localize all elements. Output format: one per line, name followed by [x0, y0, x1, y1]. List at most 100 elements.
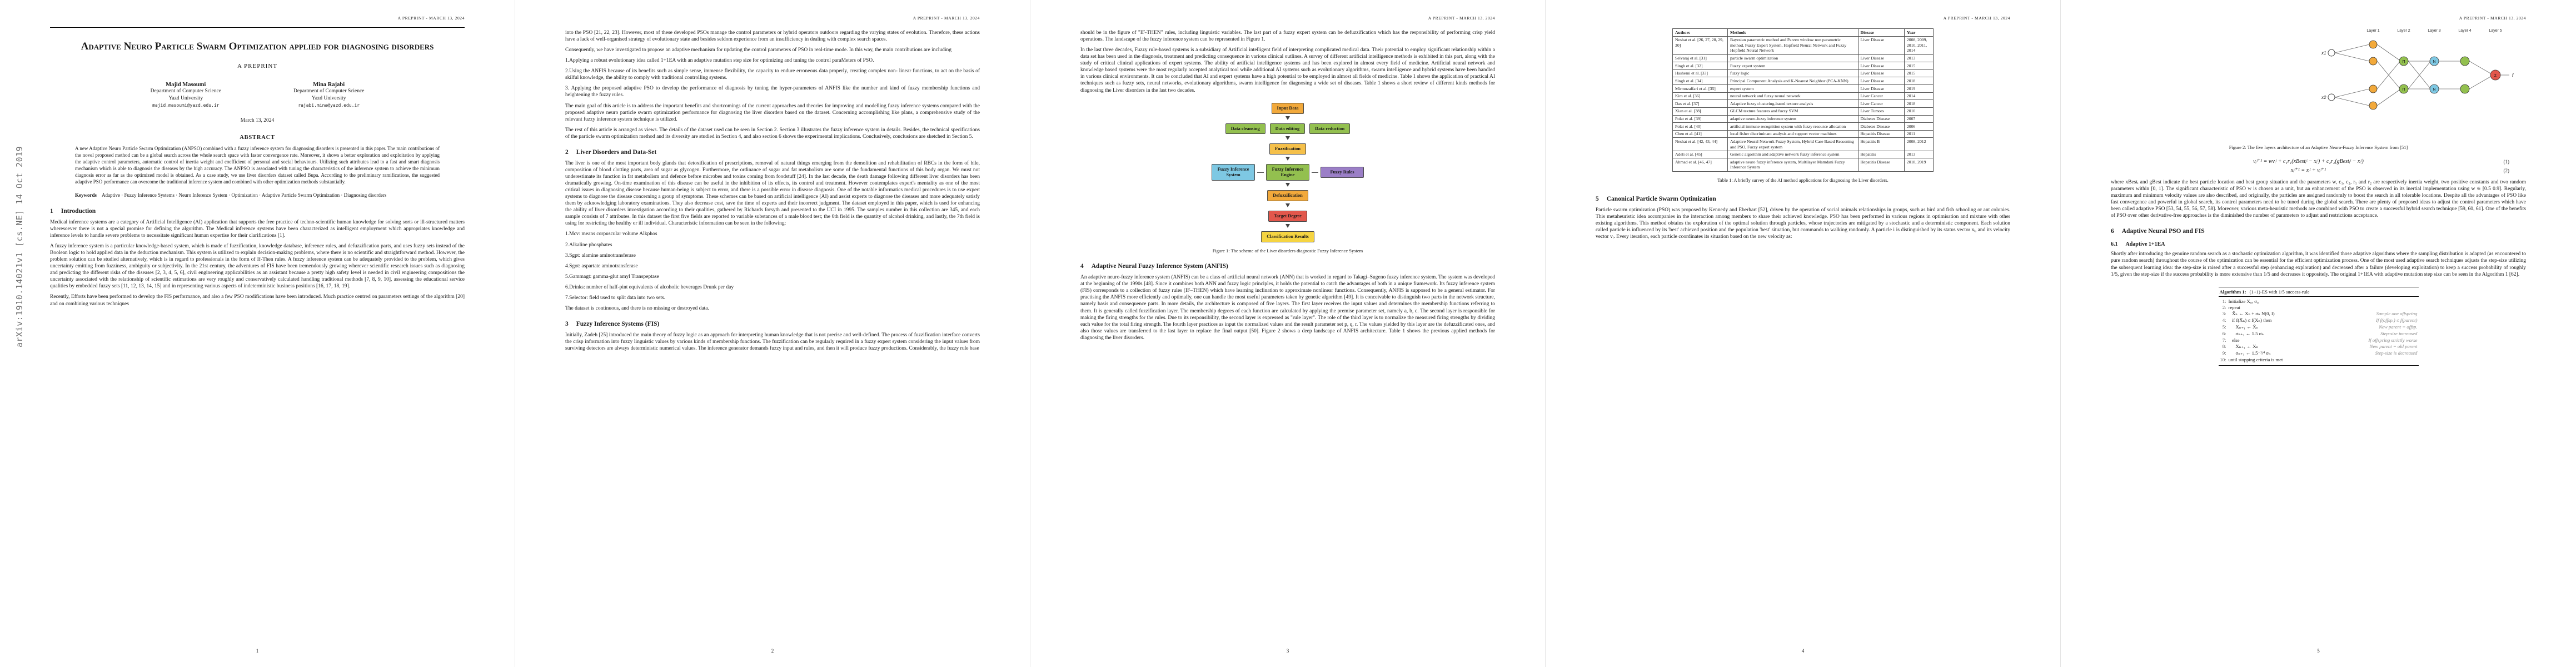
equation-number: (1): [2503, 158, 2510, 165]
column-header: Year: [1904, 28, 1934, 37]
section-5-paragraphs: Particle swarm optimization (PSO) was pr…: [1596, 207, 2010, 240]
page-number: 1: [256, 648, 259, 654]
page-number: 4: [1801, 648, 1805, 654]
page-number: 2: [771, 648, 774, 654]
figure-1-flowchart: Input Data Data cleansing Data editing D…: [1204, 102, 1371, 243]
abstract-heading: ABSTRACT: [240, 135, 275, 141]
author-university: Yazd University: [168, 95, 203, 101]
equation-body: xᵢᵗ⁺¹ = xᵢᵗ + vᵢᵗ⁺¹: [2290, 167, 2326, 174]
page3-top-paragraphs: should be in the figure of "IF-THEN" rul…: [1080, 29, 1495, 94]
section-4-paragraphs: An adaptive neuro-fuzzy inference system…: [1080, 274, 1495, 341]
input-label: x2: [2321, 95, 2326, 100]
equation-1: vᵢᵗ⁺¹ = wvᵢᵗ + c₁r₁(xBestᵢᵗ − xᵢᵗ) + c₂r…: [2127, 158, 2509, 165]
layer4-node: [2460, 56, 2470, 66]
author-email: rajabi.mina@yazd.edu.ir: [298, 103, 360, 108]
flow-classification-results: Classification Results: [1261, 231, 1314, 243]
layer1-node: [2369, 101, 2378, 110]
table-row: Ahmad et al. [46, 47]adaptive neuro fuzz…: [1672, 158, 1934, 172]
arrow-down-icon: [1285, 224, 1290, 230]
flow-defuzzification: Defuzzification: [1267, 190, 1308, 202]
page-number: 5: [2317, 648, 2320, 654]
column-header: Methods: [1727, 28, 1858, 37]
table-row: Chen et al. [41]local fisher discriminan…: [1672, 130, 1934, 138]
table-row: 10:until stopping criteria is met: [2220, 357, 2283, 363]
flow-fuzzy-inference-engine: Fuzzy Inference Engine: [1266, 164, 1309, 181]
layer-label: Layer 5: [2489, 29, 2502, 33]
layer-label: Layer 4: [2458, 29, 2471, 33]
equation-body: vᵢᵗ⁺¹ = wvᵢᵗ + c₁r₁(xBestᵢᵗ − xᵢᵗ) + c₂r…: [2253, 158, 2364, 165]
figure-1-caption: Figure 1: The scheme of the Liver disord…: [1212, 248, 1363, 254]
pi-symbol: Π: [2402, 88, 2405, 92]
paragraph: An adaptive neuro-fuzzy inference system…: [1080, 275, 1495, 341]
survey-table: Authors Methods Disease Year Neshat et a…: [1672, 28, 1934, 172]
table-row: Polat et al. [40]artificial immune recog…: [1672, 122, 1934, 131]
figure-2-caption: Figure 2: The five layers architecture o…: [2229, 145, 2408, 150]
page-number: 3: [1286, 648, 1289, 654]
paragraph: 3.Sgpt: alamine aminotransferase: [565, 252, 636, 258]
author-university: Yazd University: [311, 95, 346, 101]
where-paragraph: where xBestᵢ and gBest indicate the best…: [2111, 180, 2526, 219]
author-department: Department of Computer Science: [150, 88, 221, 94]
n-symbol: N: [2433, 88, 2435, 92]
layer-label: Layer 3: [2428, 29, 2440, 33]
paragraph: The liver is one of the most important b…: [565, 160, 980, 227]
n-symbol: N: [2433, 60, 2435, 64]
paragraph: 1.Applying a robust evolutionary idea ca…: [565, 58, 874, 64]
layer1-node: [2369, 84, 2378, 93]
layer4-node: [2460, 84, 2470, 94]
paragraph: Particle swarm optimization (PSO) was pr…: [1596, 207, 2010, 240]
section-3-paragraphs: Initially, Zadeh [25] introduced the mai…: [565, 332, 980, 352]
flow-preprocessing-row: Data cleansing Data editing Data reducti…: [1223, 123, 1353, 135]
table-row: Neshat et al. [26, 27, 28, 29, 30]Bayesi…: [1672, 36, 1934, 55]
paragraph: Initially, Zadeh [25] introduced the mai…: [565, 332, 980, 352]
flow-data-reduction: Data reduction: [1309, 123, 1351, 135]
arrow-down-icon: [1285, 183, 1290, 189]
network-edges: [2334, 44, 2509, 106]
keywords-text: Adaptive · Fuzzy Inference Systems · Neu…: [102, 192, 387, 198]
paper-title: Adaptive Neuro Particle Swarm Optimizati…: [81, 41, 434, 52]
page-1: A PREPRINT - MARCH 13, 2024 Adaptive Neu…: [0, 0, 515, 667]
section-2-closing: The dataset is continuous, and there is …: [565, 305, 709, 311]
author-name: Majid Masoumi: [166, 81, 206, 88]
equation-number: (2): [2503, 167, 2510, 173]
paragraph: The rest of this article is arranged as …: [565, 127, 980, 140]
table-1-caption: Table 1: A briefly survey of the AI meth…: [1717, 177, 1889, 183]
page2-top-paragraphs: into the PSO [21, 22, 23]. However, most…: [565, 29, 980, 140]
pi-symbol: Π: [2402, 60, 2405, 64]
table-row: Das et al. [37]Adaptive fuzzy clustering…: [1672, 99, 1934, 108]
flow-fuzzy-inference-system: Fuzzy Inference System: [1212, 164, 1255, 181]
paragraph: Shortly after introducing the genuine ra…: [2111, 251, 2526, 277]
preprint-label: A PREPRINT: [237, 62, 278, 69]
column-header: Authors: [1672, 28, 1728, 37]
table-header-row: Authors Methods Disease Year: [1672, 28, 1934, 37]
running-header: A PREPRINT - MARCH 13, 2024: [1943, 16, 2010, 21]
author-1: Majid Masoumi Department of Computer Sci…: [151, 82, 221, 108]
equation-2: xᵢᵗ⁺¹ = xᵢᵗ + vᵢᵗ⁺¹ (2): [2127, 167, 2509, 173]
table-row: Neshat et al. [42, 43, 44]Adaptive Neura…: [1672, 137, 1934, 151]
layer3-node: [2429, 84, 2439, 94]
running-header: A PREPRINT - MARCH 13, 2024: [397, 16, 465, 21]
paragraph: 1.Mcv: means corpuscular volume Alkphos: [565, 231, 657, 237]
running-header: A PREPRINT - MARCH 13, 2024: [2459, 16, 2526, 21]
section-6-1-paragraphs: Shortly after introducing the genuine ra…: [2111, 251, 2526, 277]
sigma-symbol: Σ: [2494, 74, 2497, 78]
running-header: A PREPRINT - MARCH 13, 2024: [1428, 16, 1495, 21]
table-row: 2:repeat: [2222, 305, 2240, 311]
survey-table-body: Neshat et al. [26, 27, 28, 29, 30]Bayesi…: [1672, 36, 1934, 172]
input-node: [2328, 93, 2335, 101]
flow-data-editing: Data editing: [1269, 123, 1306, 135]
paragraph: 2.Using the ANFIS because of its benefit…: [565, 68, 980, 81]
table-row: Kim et al. [36]neural network and fuzzy …: [1672, 92, 1934, 101]
